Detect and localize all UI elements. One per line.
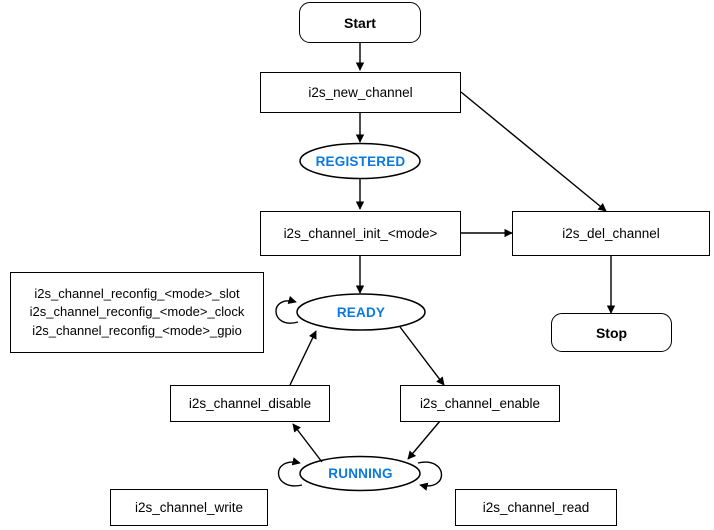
self-loop-ready: [275, 295, 299, 324]
self-loop-running-write: [277, 457, 303, 487]
edge-channel-disable-to-ready: [289, 330, 317, 386]
reconfig-line-clock: i2s_channel_reconfig_<mode>_clock: [29, 304, 245, 320]
self-loop-running-read: [417, 461, 443, 491]
node-i2s-channel-enable[interactable]: i2s_channel_enable: [400, 385, 560, 422]
state-registered-shape[interactable]: [299, 142, 421, 180]
node-i2s-channel-write[interactable]: i2s_channel_write: [110, 489, 268, 526]
node-i2s-channel-enable-label: i2s_channel_enable: [419, 395, 541, 411]
edge-running-to-channel-disable: [292, 423, 323, 463]
node-i2s-channel-disable[interactable]: i2s_channel_disable: [170, 385, 330, 422]
edge-channel-enable-to-running: [407, 420, 441, 460]
state-running-shape[interactable]: [299, 455, 421, 492]
node-i2s-new-channel-label: i2s_new_channel: [308, 84, 413, 100]
state-ready-shape[interactable]: [296, 293, 426, 331]
node-i2s-new-channel[interactable]: i2s_new_channel: [260, 72, 461, 113]
edge-new-channel-to-del-channel: [460, 91, 607, 212]
node-i2s-del-channel-label: i2s_del_channel: [562, 225, 660, 241]
node-i2s-channel-write-label: i2s_channel_write: [134, 499, 244, 515]
node-start[interactable]: Start: [299, 2, 421, 43]
node-i2s-channel-read[interactable]: i2s_channel_read: [455, 489, 617, 526]
reconfig-line-gpio: i2s_channel_reconfig_<mode>_gpio: [32, 322, 242, 338]
node-stop-label: Stop: [595, 324, 628, 341]
node-stop[interactable]: Stop: [551, 313, 672, 352]
node-i2s-del-channel[interactable]: i2s_del_channel: [512, 211, 710, 256]
node-i2s-channel-read-label: i2s_channel_read: [482, 499, 590, 515]
node-start-label: Start: [344, 14, 376, 31]
node-i2s-channel-disable-label: i2s_channel_disable: [188, 395, 312, 411]
node-i2s-channel-init-label: i2s_channel_init_<mode>: [283, 225, 438, 241]
reconfig-line-slot: i2s_channel_reconfig_<mode>_slot: [34, 285, 240, 301]
node-i2s-channel-reconfig[interactable]: i2s_channel_reconfig_<mode>_slot i2s_cha…: [10, 272, 264, 353]
node-i2s-channel-init[interactable]: i2s_channel_init_<mode>: [260, 211, 461, 256]
edge-ready-to-channel-enable: [399, 326, 445, 386]
